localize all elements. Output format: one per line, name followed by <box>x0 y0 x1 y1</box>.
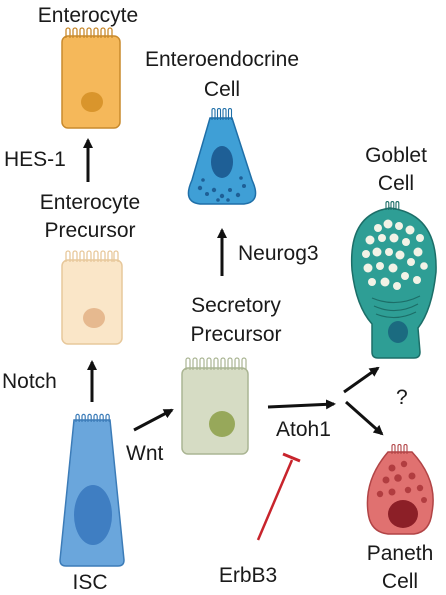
isc-label: ISC <box>72 571 107 594</box>
goblet-branch-arrow <box>343 366 380 394</box>
goblet-cell <box>350 201 437 359</box>
secretory-precursor-cell <box>181 357 249 455</box>
enterocyte-precursor-label-1: Enterocyte <box>40 191 140 214</box>
wnt-label: Wnt <box>126 442 164 465</box>
enteroendocrine-label-2: Cell <box>204 78 240 101</box>
enterocyte-precursor-label-2: Precursor <box>44 219 135 242</box>
atoh1-arrow <box>267 399 336 410</box>
paneth-cell <box>366 444 434 535</box>
enterocyte-label: Enterocyte <box>38 4 138 27</box>
paneth-branch-arrow <box>345 400 384 436</box>
neurog3-label: Neurog3 <box>238 242 319 265</box>
enteroendocrine-cell <box>187 108 257 205</box>
unknown-mark: ? <box>396 386 408 409</box>
paneth-label-2: Cell <box>382 570 418 593</box>
secretory-precursor-label-2: Precursor <box>190 323 281 346</box>
goblet-label-1: Goblet <box>365 144 427 167</box>
wnt-arrow <box>133 408 174 432</box>
erbb3-label: ErbB3 <box>219 564 277 587</box>
hes1-label: HES-1 <box>4 148 66 171</box>
notch-label: Notch <box>2 370 57 393</box>
secretory-precursor-label-1: Secretory <box>191 294 281 317</box>
enterocyte-precursor-cell <box>61 250 123 345</box>
erbb3-inhibitor-line <box>256 459 294 541</box>
goblet-label-2: Cell <box>378 172 414 195</box>
atoh1-label: Atoh1 <box>276 418 331 441</box>
paneth-label-1: Paneth <box>367 542 434 565</box>
erbb3-inhibitor-bar <box>282 452 301 463</box>
enterocyte-cell <box>61 27 121 129</box>
enteroendocrine-label-1: Enteroendocrine <box>145 48 299 71</box>
isc-cell <box>59 413 125 567</box>
